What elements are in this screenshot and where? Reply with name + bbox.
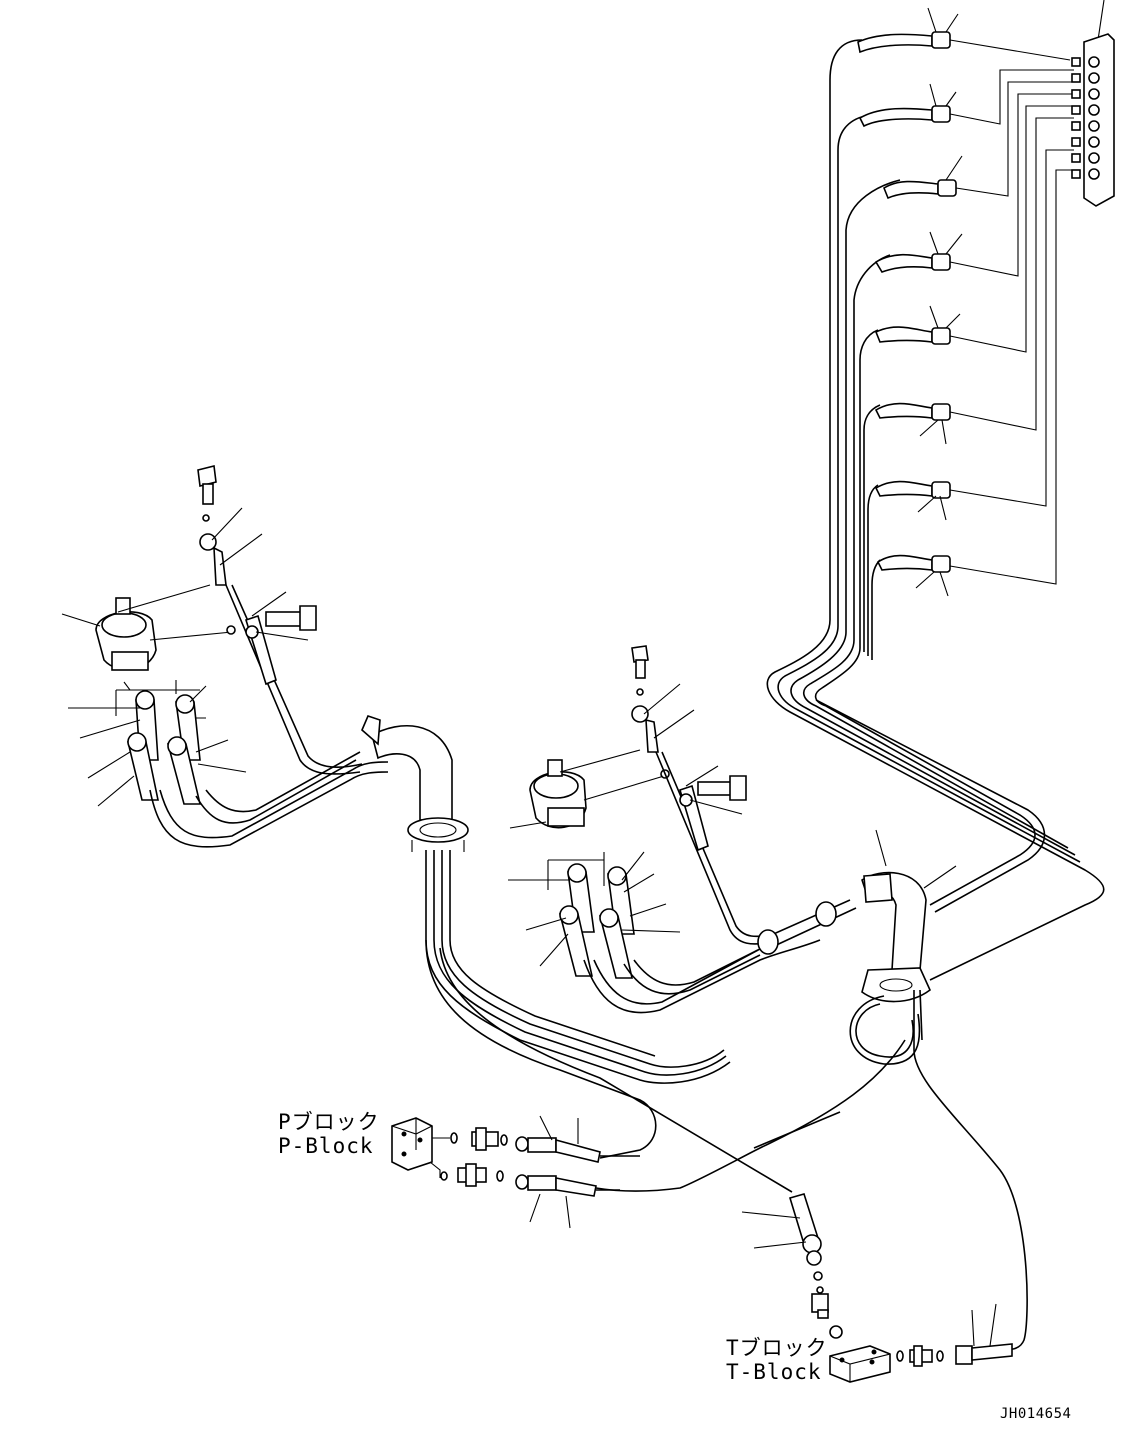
p-block-label: Pブロック P-Block <box>278 1110 398 1158</box>
hose-fitting-icon <box>457 1127 508 1187</box>
bolt-icon <box>697 775 747 801</box>
hose-fitting-icon <box>876 554 951 573</box>
hose-fitting-icon <box>874 402 951 421</box>
clamp-icon <box>631 705 659 753</box>
clamp-icon <box>199 533 227 586</box>
grommet-icon <box>407 817 469 852</box>
hose-fitting-icon <box>909 1343 1013 1367</box>
right-hose-bundle <box>766 39 1105 981</box>
clamp-icon <box>757 901 837 955</box>
bolt-icon <box>197 465 217 522</box>
t-block-label-jp: Tブロック <box>726 1336 828 1360</box>
hose-fitting-icon <box>515 1136 601 1197</box>
multi-connector-block-icon <box>1071 33 1115 207</box>
hose-fitting-icon <box>857 31 951 54</box>
clamp-icon <box>679 784 709 852</box>
hose-fitting-icon <box>874 253 951 273</box>
ppc-valve-left-icon <box>61 584 389 848</box>
center-elbow-grommet <box>361 715 793 1193</box>
top-right-hose-ends <box>857 7 963 597</box>
t-block-hose <box>741 1193 829 1319</box>
t-block-label: Tブロック T-Block <box>726 1336 846 1384</box>
grommet-icon <box>861 967 931 1003</box>
right-elbow-grommet <box>595 829 1028 1351</box>
ppc-valve-center-icon <box>508 749 821 1014</box>
drawing-code: JH014654 <box>1000 1406 1072 1422</box>
hose-fitting-icon <box>874 326 951 345</box>
hose-fitting-icon <box>858 105 951 128</box>
hose-fitting-icon <box>788 1193 829 1319</box>
p-block-label-jp: Pブロック <box>278 1110 380 1134</box>
bolt-icon <box>631 645 649 696</box>
t-block-icon <box>829 1303 1013 1383</box>
p-block-label-en: P-Block <box>278 1134 374 1158</box>
left-bolt-clamp-group <box>197 465 363 775</box>
t-block-label-en: T-Block <box>726 1360 822 1384</box>
hose-fitting-icon <box>883 179 957 200</box>
hose-fitting-icon <box>874 480 951 499</box>
bolt-icon <box>265 605 317 631</box>
center-bolt-clamp-group <box>631 645 775 945</box>
p-block-icon <box>391 1115 640 1229</box>
connector-leader-lines <box>949 0 1105 585</box>
